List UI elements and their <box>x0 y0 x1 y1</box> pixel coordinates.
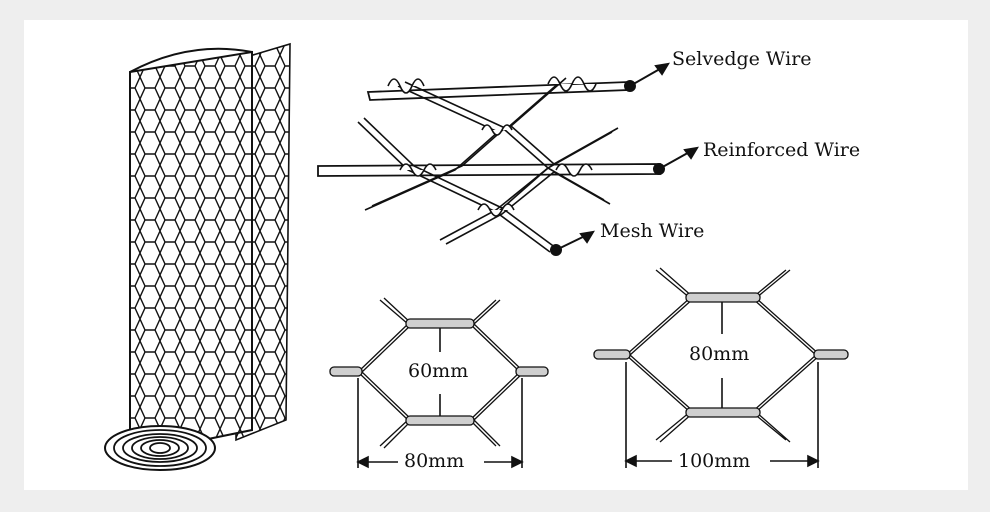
selvedge-wire-label: Selvedge Wire <box>672 48 812 70</box>
small-hexagon-diagram <box>329 297 549 469</box>
wire-structure-diagram <box>317 62 699 256</box>
reinforced-wire <box>317 163 661 177</box>
large-hexagon-width-label: 100mm <box>678 450 751 472</box>
small-hexagon-twists <box>329 318 549 426</box>
mesh-wire-label: Mesh Wire <box>600 220 705 242</box>
large-hexagon-twists <box>593 292 849 418</box>
reinforced-wire-label: Reinforced Wire <box>703 139 861 161</box>
roll-end-spiral <box>104 425 216 471</box>
roll-body <box>129 47 253 457</box>
mesh-roll-illustration <box>104 42 291 471</box>
label-pointers <box>550 62 699 256</box>
wire-twists <box>387 76 597 217</box>
large-hexagon-height-label: 80mm <box>689 343 750 365</box>
small-hexagon-width-label: 80mm <box>404 450 465 472</box>
large-hexagon-diagram <box>593 267 849 468</box>
small-hexagon-height-label: 60mm <box>408 360 469 382</box>
